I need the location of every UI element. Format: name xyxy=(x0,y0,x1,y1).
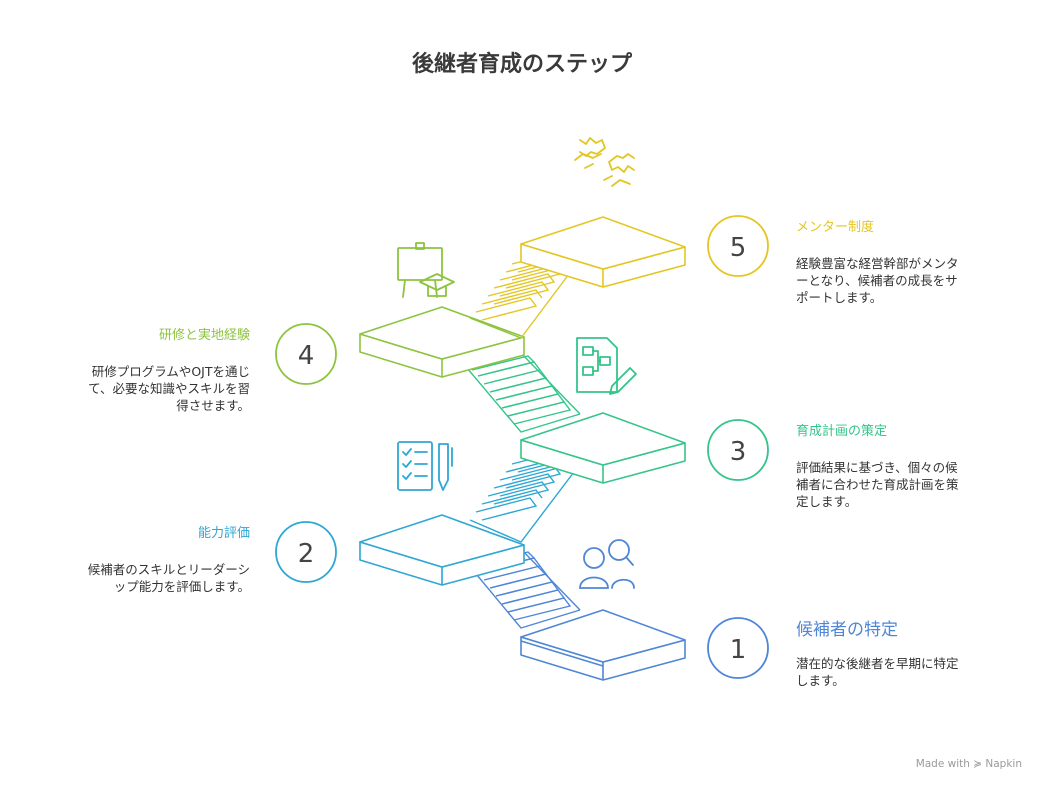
checklist-pen-icon xyxy=(397,441,453,491)
napkin-credit: Made with ≽ Napkin xyxy=(915,758,1022,770)
step-2-number-badge: 2 xyxy=(275,521,337,583)
step-2-block xyxy=(359,514,525,586)
stairs-1-2 xyxy=(466,548,581,629)
step-4-description: 研修プログラムやOJTを通じて、必要な知識やスキルを習得させます。 xyxy=(88,364,250,413)
step-3-block xyxy=(520,412,686,484)
step-5-number-badge: 5 xyxy=(707,215,769,277)
step-3-number-badge: 3 xyxy=(707,419,769,481)
step-3-heading: 育成計画の策定 xyxy=(796,424,888,439)
step-2-heading: 能力評価 xyxy=(197,526,250,541)
step-3-number: 3 xyxy=(730,437,747,467)
step-5-number: 5 xyxy=(730,233,747,263)
step-3-description: 評価結果に基づき、個々の候補者に合わせた育成計画を策定します。 xyxy=(796,460,959,509)
step-2-description: 候補者のスキルとリーダーシップ能力を評価します。 xyxy=(87,562,250,594)
step-1-number-badge: 1 xyxy=(707,617,769,679)
stairs-3-4 xyxy=(466,352,581,433)
step-1-heading: 候補者の特定 xyxy=(796,620,898,640)
step-5-description: 経験豊富な経営幹部がメンターとなり、候補者の成長をサポートします。 xyxy=(796,256,959,305)
step-1-number: 1 xyxy=(730,635,747,665)
step-1-block xyxy=(520,609,686,681)
step-4-heading: 研修と実地経験 xyxy=(158,328,250,343)
people-search-icon xyxy=(579,539,635,589)
step-5-block xyxy=(520,216,686,288)
graduation-board-icon xyxy=(397,242,455,298)
stairs-4-5 xyxy=(469,317,522,339)
flowchart-pencil-icon xyxy=(576,337,637,395)
step-1-description: 潜在的な後継者を早期に特定します。 xyxy=(796,656,959,688)
step-4-number: 4 xyxy=(298,341,315,371)
handshake-icon xyxy=(574,137,635,187)
step-5-heading: メンター制度 xyxy=(796,220,875,235)
step-4-number-badge: 4 xyxy=(275,323,337,385)
step-2-number: 2 xyxy=(298,539,315,569)
page-title: 後継者育成のステップ xyxy=(411,52,632,77)
step-4-block xyxy=(359,306,525,378)
